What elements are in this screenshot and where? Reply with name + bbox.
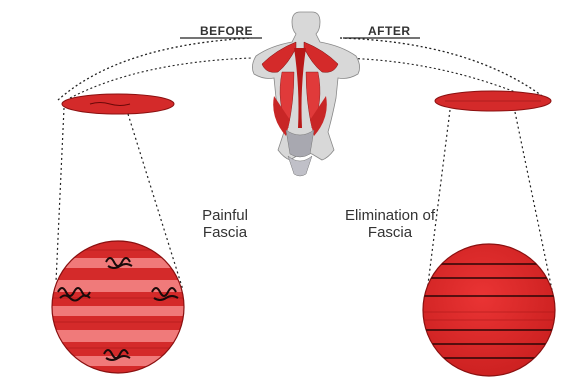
caption-line: Elimination of — [330, 207, 450, 224]
elimination-caption: Elimination of Fascia — [330, 207, 450, 241]
left-muscle-lozenge — [62, 94, 174, 114]
after-label: AFTER — [368, 24, 411, 38]
back-muscle-figure-icon — [252, 12, 359, 176]
caption-line: Painful — [180, 207, 270, 224]
painful-fascia-caption: Painful Fascia — [180, 207, 270, 241]
left-zoom-line-a — [56, 108, 64, 282]
caption-line: Fascia — [330, 224, 450, 241]
before-label: BEFORE — [200, 24, 253, 38]
caption-line: Fascia — [180, 224, 270, 241]
right-outer-arc — [340, 38, 545, 98]
left-inner-arc — [70, 58, 252, 98]
